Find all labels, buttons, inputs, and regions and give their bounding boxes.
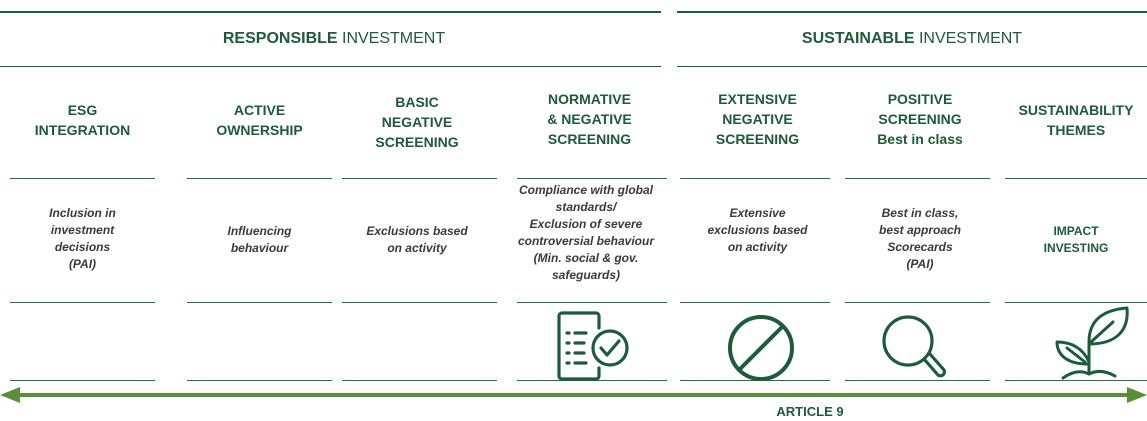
plant-icon (1055, 306, 1129, 380)
separator (845, 178, 990, 179)
separator (187, 302, 332, 303)
separator (517, 302, 667, 303)
article-9-arrow (0, 387, 1147, 403)
separator (680, 380, 830, 381)
checklist-icon (557, 311, 629, 381)
responsible-top-line (0, 11, 661, 13)
sustainable-top-line (677, 11, 1147, 13)
separator (1005, 178, 1147, 179)
separator (1005, 380, 1147, 381)
separator (680, 178, 830, 179)
magnifier-icon (882, 315, 947, 378)
prohibited-icon (728, 315, 794, 381)
responsible-divider (0, 66, 661, 67)
separator (10, 178, 155, 179)
separator (517, 178, 667, 179)
separator (845, 302, 990, 303)
separator (342, 302, 497, 303)
sustainable-investment-title: SUSTAINABLE INVESTMENT (801, 30, 1023, 47)
separator (1005, 302, 1147, 303)
sustainable-divider (677, 66, 1147, 67)
separator (342, 178, 497, 179)
article-9-label: ARTICLE 9 (776, 404, 844, 419)
separator (10, 302, 155, 303)
separator (845, 380, 990, 381)
separator (187, 178, 332, 179)
description-positive-screening: Best in class,best approach Scorecards(P… (878, 206, 962, 271)
separator (680, 302, 830, 303)
responsible-investment-title: RESPONSIBLE INVESTMENT (222, 30, 446, 47)
separator (187, 380, 332, 381)
separator (10, 380, 155, 381)
separator (342, 380, 497, 381)
